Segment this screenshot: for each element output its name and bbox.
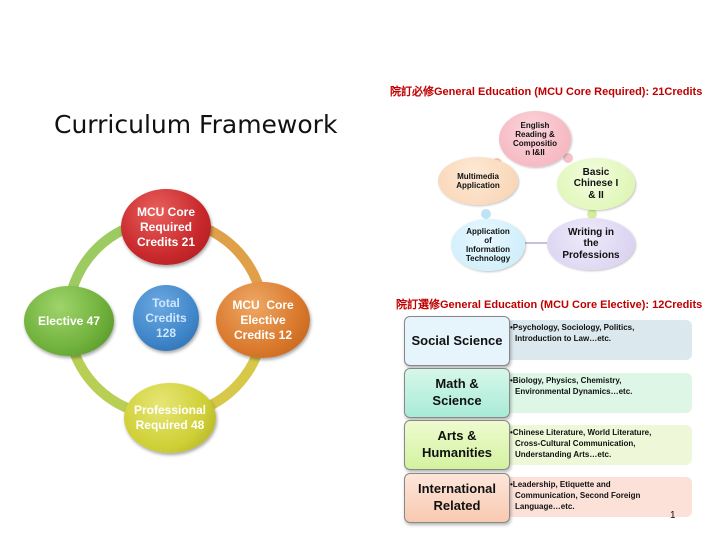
desc-line: •Psychology, Sociology, Politics, (510, 323, 635, 332)
category-label: Humanities (421, 445, 493, 460)
bubble-line: Application (456, 181, 500, 190)
node-mcu-core-elective: MCU Core Elective Credits 12 (216, 282, 310, 358)
category-math-science: Math & Science (404, 368, 510, 418)
node-total-credits: Total Credits 128 (133, 285, 199, 351)
slide-title: Curriculum Framework (54, 110, 338, 139)
bubble-line: & II (588, 189, 604, 201)
required-header-cjk: 院訂必修 (390, 85, 434, 98)
bubble-line: Information (465, 245, 510, 254)
node-line: Professional (133, 403, 207, 417)
desc-line: Environmental Dynamics…etc. (515, 386, 633, 396)
category-arts-humanities: Arts & Humanities (404, 420, 510, 470)
category-label: International (417, 481, 496, 497)
bubble-line: Compositio (513, 139, 557, 148)
category-desc-social-science: •Psychology, Sociology, Politics, Introd… (506, 320, 692, 360)
node-line: Required (139, 219, 192, 234)
bubble-line: Chinese I (573, 178, 619, 190)
bubble-line: of (484, 235, 492, 245)
category-label: Math & (435, 376, 479, 392)
node-line: Credits (145, 310, 187, 325)
node-mcu-core-required: MCU Core Required Credits 21 (121, 189, 211, 265)
node-line: MCU Core (136, 204, 195, 219)
bubble-basic-chinese: Basic Chinese I & II (557, 158, 635, 210)
bubble-application-it: Application of Information Technology (451, 219, 525, 271)
bubble-writing-professions: Writing in the Professions (547, 218, 635, 270)
elective-header-text: General Education (MCU Core Elective): 1… (440, 299, 703, 311)
category-social-science: Social Science (404, 316, 510, 366)
node-line: Elective 47 (37, 313, 101, 328)
bubble-line: Multimedia (457, 171, 499, 181)
bubble-english-reading: English Reading & Compositio n I&II (499, 111, 571, 167)
node-line: Elective (240, 312, 286, 327)
node-line: MCU Core (232, 297, 294, 312)
required-header: 院訂必修General Education (MCU Core Required… (390, 83, 702, 99)
bubble-line: Writing in (568, 226, 614, 238)
desc-line: Introduction to Law…etc. (515, 333, 611, 343)
category-label: Social Science (411, 332, 503, 348)
category-international: International Related (404, 473, 510, 523)
desc-line: Cross-Cultural Communication, (515, 438, 636, 448)
bubble-line: Reading & (515, 129, 555, 139)
desc-line: •Chinese Literature, World Literature, (510, 428, 652, 437)
bubble-line: Application (466, 226, 510, 236)
node-elective: Elective 47 (24, 286, 114, 356)
node-line: Total (152, 295, 180, 310)
bubble-line: the (583, 238, 599, 250)
category-label: Science (432, 393, 482, 408)
desc-line: •Biology, Physics, Chemistry, (510, 376, 622, 385)
node-line: Credits 21 (136, 234, 196, 249)
category-desc-arts-humanities: •Chinese Literature, World Literature, C… (506, 425, 692, 465)
bubble-multimedia: Multimedia Application (438, 157, 518, 205)
desc-line: Communication, Second Foreign (515, 490, 641, 500)
node-line: Credits 12 (233, 327, 293, 342)
elective-header-cjk: 院訂選修 (396, 298, 440, 311)
node-professional-required: Professional Required 48 (124, 383, 216, 453)
bubble-line: English (520, 120, 550, 130)
bubble-line: Technology (465, 254, 511, 264)
bubble-line: Professions (562, 249, 620, 261)
category-desc-international: •Leadership, Etiquette and Communication… (506, 477, 692, 517)
required-header-text: General Education (MCU Core Required): 2… (434, 86, 703, 98)
bubble-line: Basic (582, 166, 610, 178)
page-number: 1 (670, 510, 676, 521)
category-label: Arts & (437, 428, 477, 444)
node-line: Required 48 (135, 418, 205, 432)
desc-line: Language…etc. (515, 501, 575, 511)
elective-header: 院訂選修General Education (MCU Core Elective… (396, 296, 702, 312)
category-desc-math-science: •Biology, Physics, Chemistry, Environmen… (506, 373, 692, 413)
bubble-line: n I&II (525, 148, 545, 158)
node-line: 128 (155, 325, 177, 340)
desc-line: •Leadership, Etiquette and (510, 480, 611, 489)
category-label: Related (433, 498, 481, 513)
desc-line: Understanding Arts…etc. (515, 449, 612, 459)
